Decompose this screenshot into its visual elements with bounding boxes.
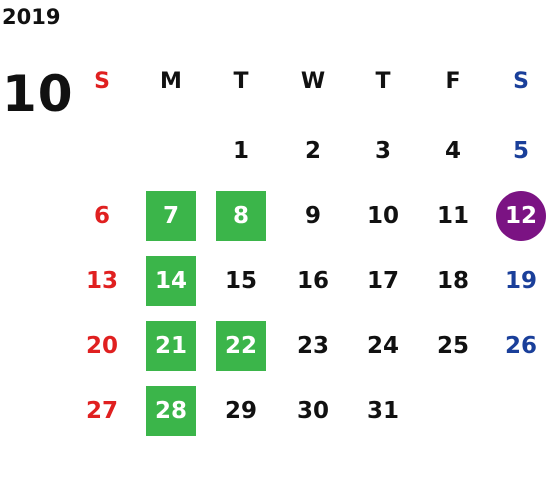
- year-label: 2019: [2, 5, 61, 29]
- weekday-header: F: [445, 68, 461, 94]
- weekday-header: M: [160, 68, 182, 94]
- day-cell[interactable]: 11: [436, 203, 469, 229]
- day-cell[interactable]: 28: [146, 386, 196, 436]
- day-cell[interactable]: 16: [296, 268, 329, 294]
- day-cell-today[interactable]: 12: [496, 191, 546, 241]
- day-cell[interactable]: 31: [366, 398, 399, 424]
- day-cell[interactable]: 13: [85, 268, 118, 294]
- day-cell[interactable]: 20: [85, 333, 118, 359]
- month-label: 10: [2, 65, 74, 123]
- day-cell[interactable]: 26: [504, 333, 537, 359]
- day-cell[interactable]: 17: [366, 268, 399, 294]
- day-cell[interactable]: 30: [296, 398, 329, 424]
- day-cell[interactable]: 8: [216, 191, 266, 241]
- day-cell[interactable]: 25: [436, 333, 469, 359]
- weekday-header: T: [375, 68, 391, 94]
- day-cell[interactable]: 19: [504, 268, 537, 294]
- day-cell[interactable]: 6: [93, 203, 110, 229]
- day-cell[interactable]: 3: [374, 138, 391, 164]
- day-cell[interactable]: 7: [146, 191, 196, 241]
- day-cell[interactable]: 5: [512, 138, 529, 164]
- day-cell[interactable]: 23: [296, 333, 329, 359]
- weekday-header: S: [94, 68, 110, 94]
- day-cell[interactable]: 1: [232, 138, 249, 164]
- weekday-header: T: [233, 68, 249, 94]
- day-cell[interactable]: 24: [366, 333, 399, 359]
- day-cell[interactable]: 14: [146, 256, 196, 306]
- day-cell[interactable]: 4: [444, 138, 461, 164]
- day-cell[interactable]: 9: [304, 203, 321, 229]
- weekday-header: S: [513, 68, 529, 94]
- day-cell[interactable]: 29: [224, 398, 257, 424]
- weekday-header: W: [300, 68, 326, 94]
- day-cell[interactable]: 22: [216, 321, 266, 371]
- day-cell[interactable]: 21: [146, 321, 196, 371]
- day-cell[interactable]: 10: [366, 203, 399, 229]
- day-cell[interactable]: 15: [224, 268, 257, 294]
- day-cell[interactable]: 27: [85, 398, 118, 424]
- day-cell[interactable]: 2: [304, 138, 321, 164]
- day-cell[interactable]: 18: [436, 268, 469, 294]
